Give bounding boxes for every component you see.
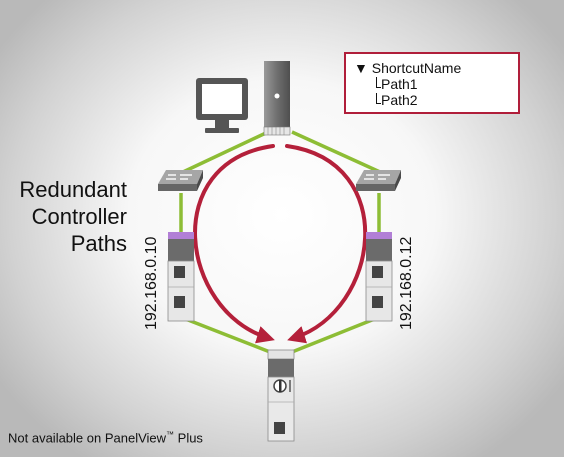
link-right-controller-target — [291, 316, 378, 354]
title-line-3: Paths — [70, 231, 127, 256]
redundant-path-arrows — [193, 144, 368, 344]
path2-arrow — [285, 144, 368, 344]
legend-root: ▼ ShortcutName — [354, 60, 461, 76]
legend-child-label: Path1 — [381, 76, 418, 92]
link-server-left-switch — [182, 130, 269, 174]
collapse-triangle-icon: ▼ — [354, 60, 368, 76]
controller-rack-icon — [267, 349, 295, 442]
ethernet-port-icon — [372, 266, 383, 308]
network-links — [179, 130, 381, 354]
title-line-2: Controller — [31, 204, 127, 229]
right-controller-ip-label: 192.168.0.12 — [398, 236, 415, 330]
footer-note: Not available on PanelView™ Plus — [8, 430, 203, 445]
ethernet-port-icon — [174, 266, 185, 308]
link-server-right-switch — [291, 130, 381, 174]
footer-suffix: Plus — [174, 430, 203, 446]
computer-monitor-icon — [196, 78, 248, 133]
legend-child-label: Path2 — [381, 92, 418, 108]
left-controller-ip-label: 192.168.0.10 — [143, 236, 160, 330]
link-left-controller-target — [182, 316, 271, 354]
shortcut-legend: ▼ ShortcutName Path1 Path2 — [344, 52, 520, 114]
controller-rack-icon — [167, 232, 195, 322]
network-switch-icon — [356, 170, 401, 191]
ethernet-port-icon — [274, 422, 285, 434]
controller-rack-icon — [365, 232, 393, 322]
trademark-symbol: ™ — [166, 430, 175, 439]
legend-child-path1: Path1 — [376, 76, 418, 92]
title-line-1: Redundant — [19, 177, 127, 202]
server-tower-icon — [263, 61, 291, 136]
path1-arrow — [193, 144, 275, 344]
footer-text: Not available on PanelView — [8, 430, 167, 446]
legend-child-path2: Path2 — [376, 92, 418, 108]
legend-root-label: ShortcutName — [371, 60, 462, 76]
network-switch-icon — [158, 170, 203, 191]
tree-branch-icon — [376, 93, 381, 104]
tree-branch-icon — [376, 77, 381, 88]
